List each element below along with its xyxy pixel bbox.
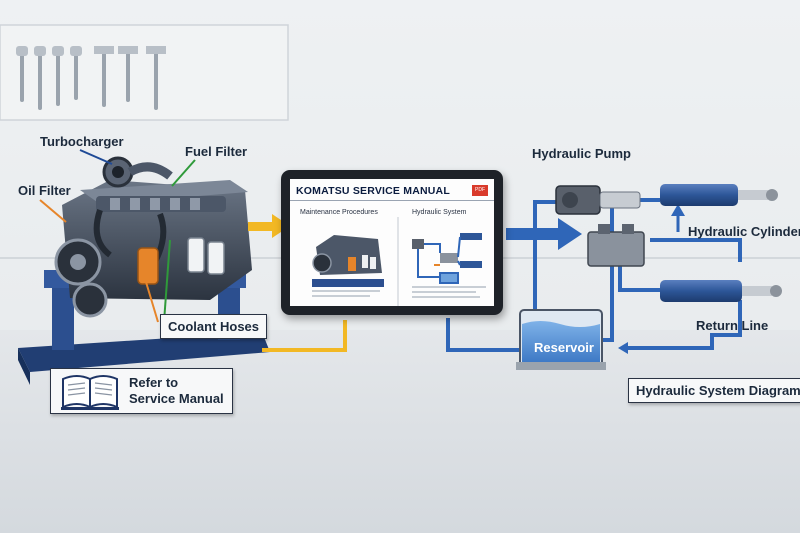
- hydraulic-cylinders-label: Hydraulic Cylinders: [688, 224, 800, 239]
- tool-pegboard: [0, 24, 289, 121]
- open-book-icon: [61, 375, 119, 410]
- manual-thumbnails: [312, 217, 486, 306]
- oil-filter-label: Oil Filter: [18, 183, 71, 198]
- blue-arrow-to-hydraulics: [506, 218, 582, 250]
- tablet-screen: KOMATSU SERVICE MANUAL PDF Maintenance P…: [290, 179, 494, 306]
- turbocharger-label: Turbocharger: [40, 134, 124, 149]
- coolant-hoses-label: Coolant Hoses: [160, 314, 268, 339]
- pdf-badge: PDF: [472, 185, 488, 196]
- hydraulic-thumbnail: [412, 233, 486, 298]
- refer-manual-line1: Refer to: [129, 375, 179, 390]
- hydraulic-system-label: Hydraulic System: [412, 209, 467, 216]
- valve-block: [587, 224, 645, 267]
- refer-manual-box: Refer to Service Manual: [50, 368, 233, 414]
- cylinder-bottom: [660, 280, 782, 302]
- engine: [54, 156, 252, 318]
- floor: [0, 330, 800, 533]
- hydraulic-pump-label: Hydraulic Pump: [532, 146, 631, 161]
- hydraulic-diagram-caption: Hydraulic System Diagram: [628, 378, 800, 403]
- fuel-filter-label: Fuel Filter: [185, 144, 248, 159]
- maintenance-procedures-label: Maintenance Procedures: [300, 209, 378, 216]
- tablet: KOMATSU SERVICE MANUAL PDF Maintenance P…: [281, 170, 503, 315]
- reservoir-label: Reservoir: [534, 340, 594, 355]
- hydraulic-pump: [555, 185, 641, 215]
- return-line-label: Return Line: [696, 318, 769, 333]
- cylinder-top: [660, 184, 778, 206]
- reservoir-tank: [516, 309, 606, 370]
- yellow-link-line: [262, 320, 347, 352]
- refer-manual-line2: Service Manual: [129, 391, 224, 406]
- engine-thumbnail: [312, 235, 384, 287]
- screen-divider: [290, 200, 494, 201]
- manual-title: KOMATSU SERVICE MANUAL: [296, 185, 450, 197]
